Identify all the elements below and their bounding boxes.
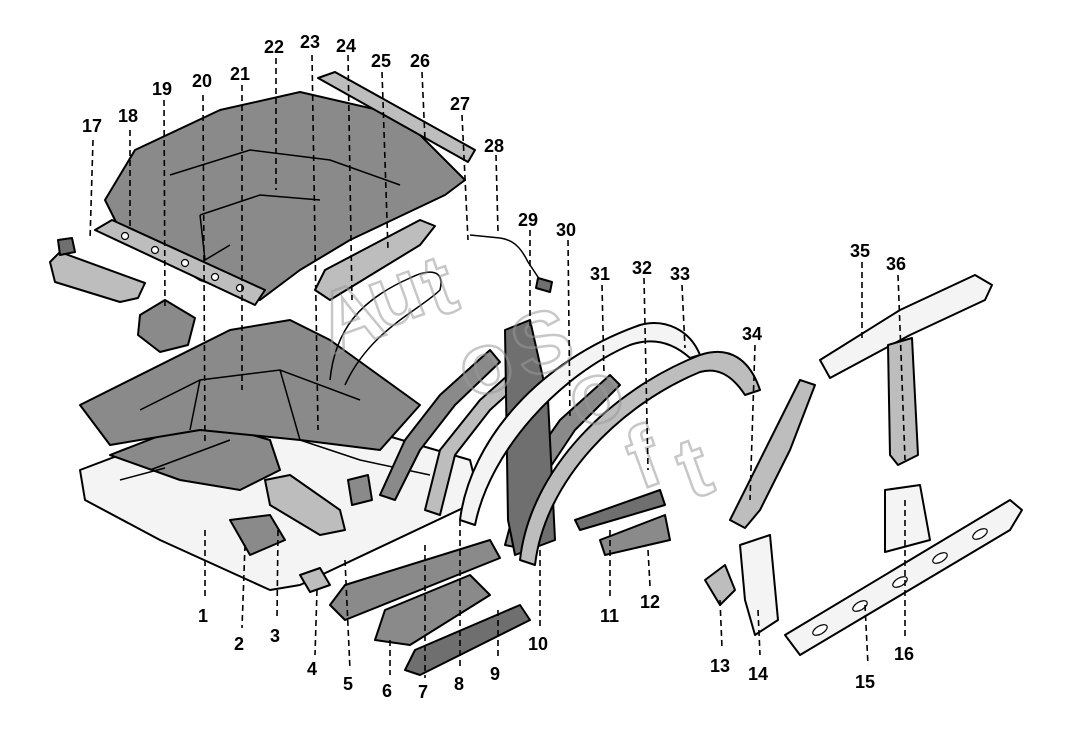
callout-9: 9 bbox=[490, 664, 500, 684]
callout-21: 21 bbox=[230, 64, 250, 84]
callout-2: 2 bbox=[234, 634, 244, 654]
callout-4: 4 bbox=[307, 659, 317, 679]
callout-14: 14 bbox=[748, 664, 768, 684]
callout-25: 25 bbox=[371, 51, 391, 71]
callout-7: 7 bbox=[418, 682, 428, 702]
pillar-trims-lower bbox=[704, 534, 779, 636]
callout-16: 16 bbox=[894, 644, 914, 664]
callout-27: 27 bbox=[450, 94, 470, 114]
drain-hose bbox=[469, 234, 541, 281]
door-weatherstrip bbox=[329, 271, 442, 386]
callout-5: 5 bbox=[343, 674, 353, 694]
c-pillar-trim bbox=[729, 379, 816, 529]
callout-31: 31 bbox=[590, 264, 610, 284]
callout-19: 19 bbox=[152, 79, 172, 99]
callout-10: 10 bbox=[528, 634, 548, 654]
callout-23: 23 bbox=[300, 32, 320, 52]
callout-11: 11 bbox=[600, 606, 619, 626]
rocker-sill-right bbox=[784, 499, 1023, 656]
watermark-letter: f bbox=[614, 408, 674, 508]
callout-numbers: 1 2 3 4 5 6 7 8 9 10 11 12 13 14 15 16 1… bbox=[82, 32, 914, 702]
callout-12: 12 bbox=[640, 592, 660, 612]
callout-18: 18 bbox=[118, 106, 138, 126]
callout-30: 30 bbox=[556, 220, 576, 240]
callout-15: 15 bbox=[855, 672, 875, 692]
rear-roof-rail bbox=[317, 71, 476, 163]
roof-side-rail bbox=[314, 219, 436, 301]
callout-34: 34 bbox=[742, 324, 762, 344]
callout-28: 28 bbox=[484, 136, 504, 156]
callout-33: 33 bbox=[670, 264, 690, 284]
callout-3: 3 bbox=[270, 626, 280, 646]
drain-hose-end bbox=[535, 277, 553, 293]
callout-32: 32 bbox=[632, 258, 652, 278]
roof-rail-right bbox=[819, 274, 993, 379]
wheel-arch-panels bbox=[459, 322, 761, 566]
callout-29: 29 bbox=[518, 210, 538, 230]
callout-24: 24 bbox=[336, 36, 356, 56]
callout-8: 8 bbox=[454, 674, 464, 694]
leader-lines bbox=[89, 54, 906, 678]
b-pillar-trim bbox=[887, 337, 919, 466]
mirror-bracket bbox=[137, 299, 196, 353]
sun-visor bbox=[49, 237, 146, 303]
callout-22: 22 bbox=[264, 37, 284, 57]
callout-6: 6 bbox=[382, 681, 392, 701]
watermark-letter: t bbox=[664, 418, 724, 518]
callout-26: 26 bbox=[410, 51, 430, 71]
callout-13: 13 bbox=[710, 656, 730, 676]
callout-17: 17 bbox=[82, 116, 102, 136]
callout-36: 36 bbox=[886, 254, 906, 274]
callout-35: 35 bbox=[850, 241, 870, 261]
b-pillar-lower-trim bbox=[884, 484, 931, 553]
callout-20: 20 bbox=[192, 71, 212, 91]
callout-1: 1 bbox=[198, 606, 208, 626]
